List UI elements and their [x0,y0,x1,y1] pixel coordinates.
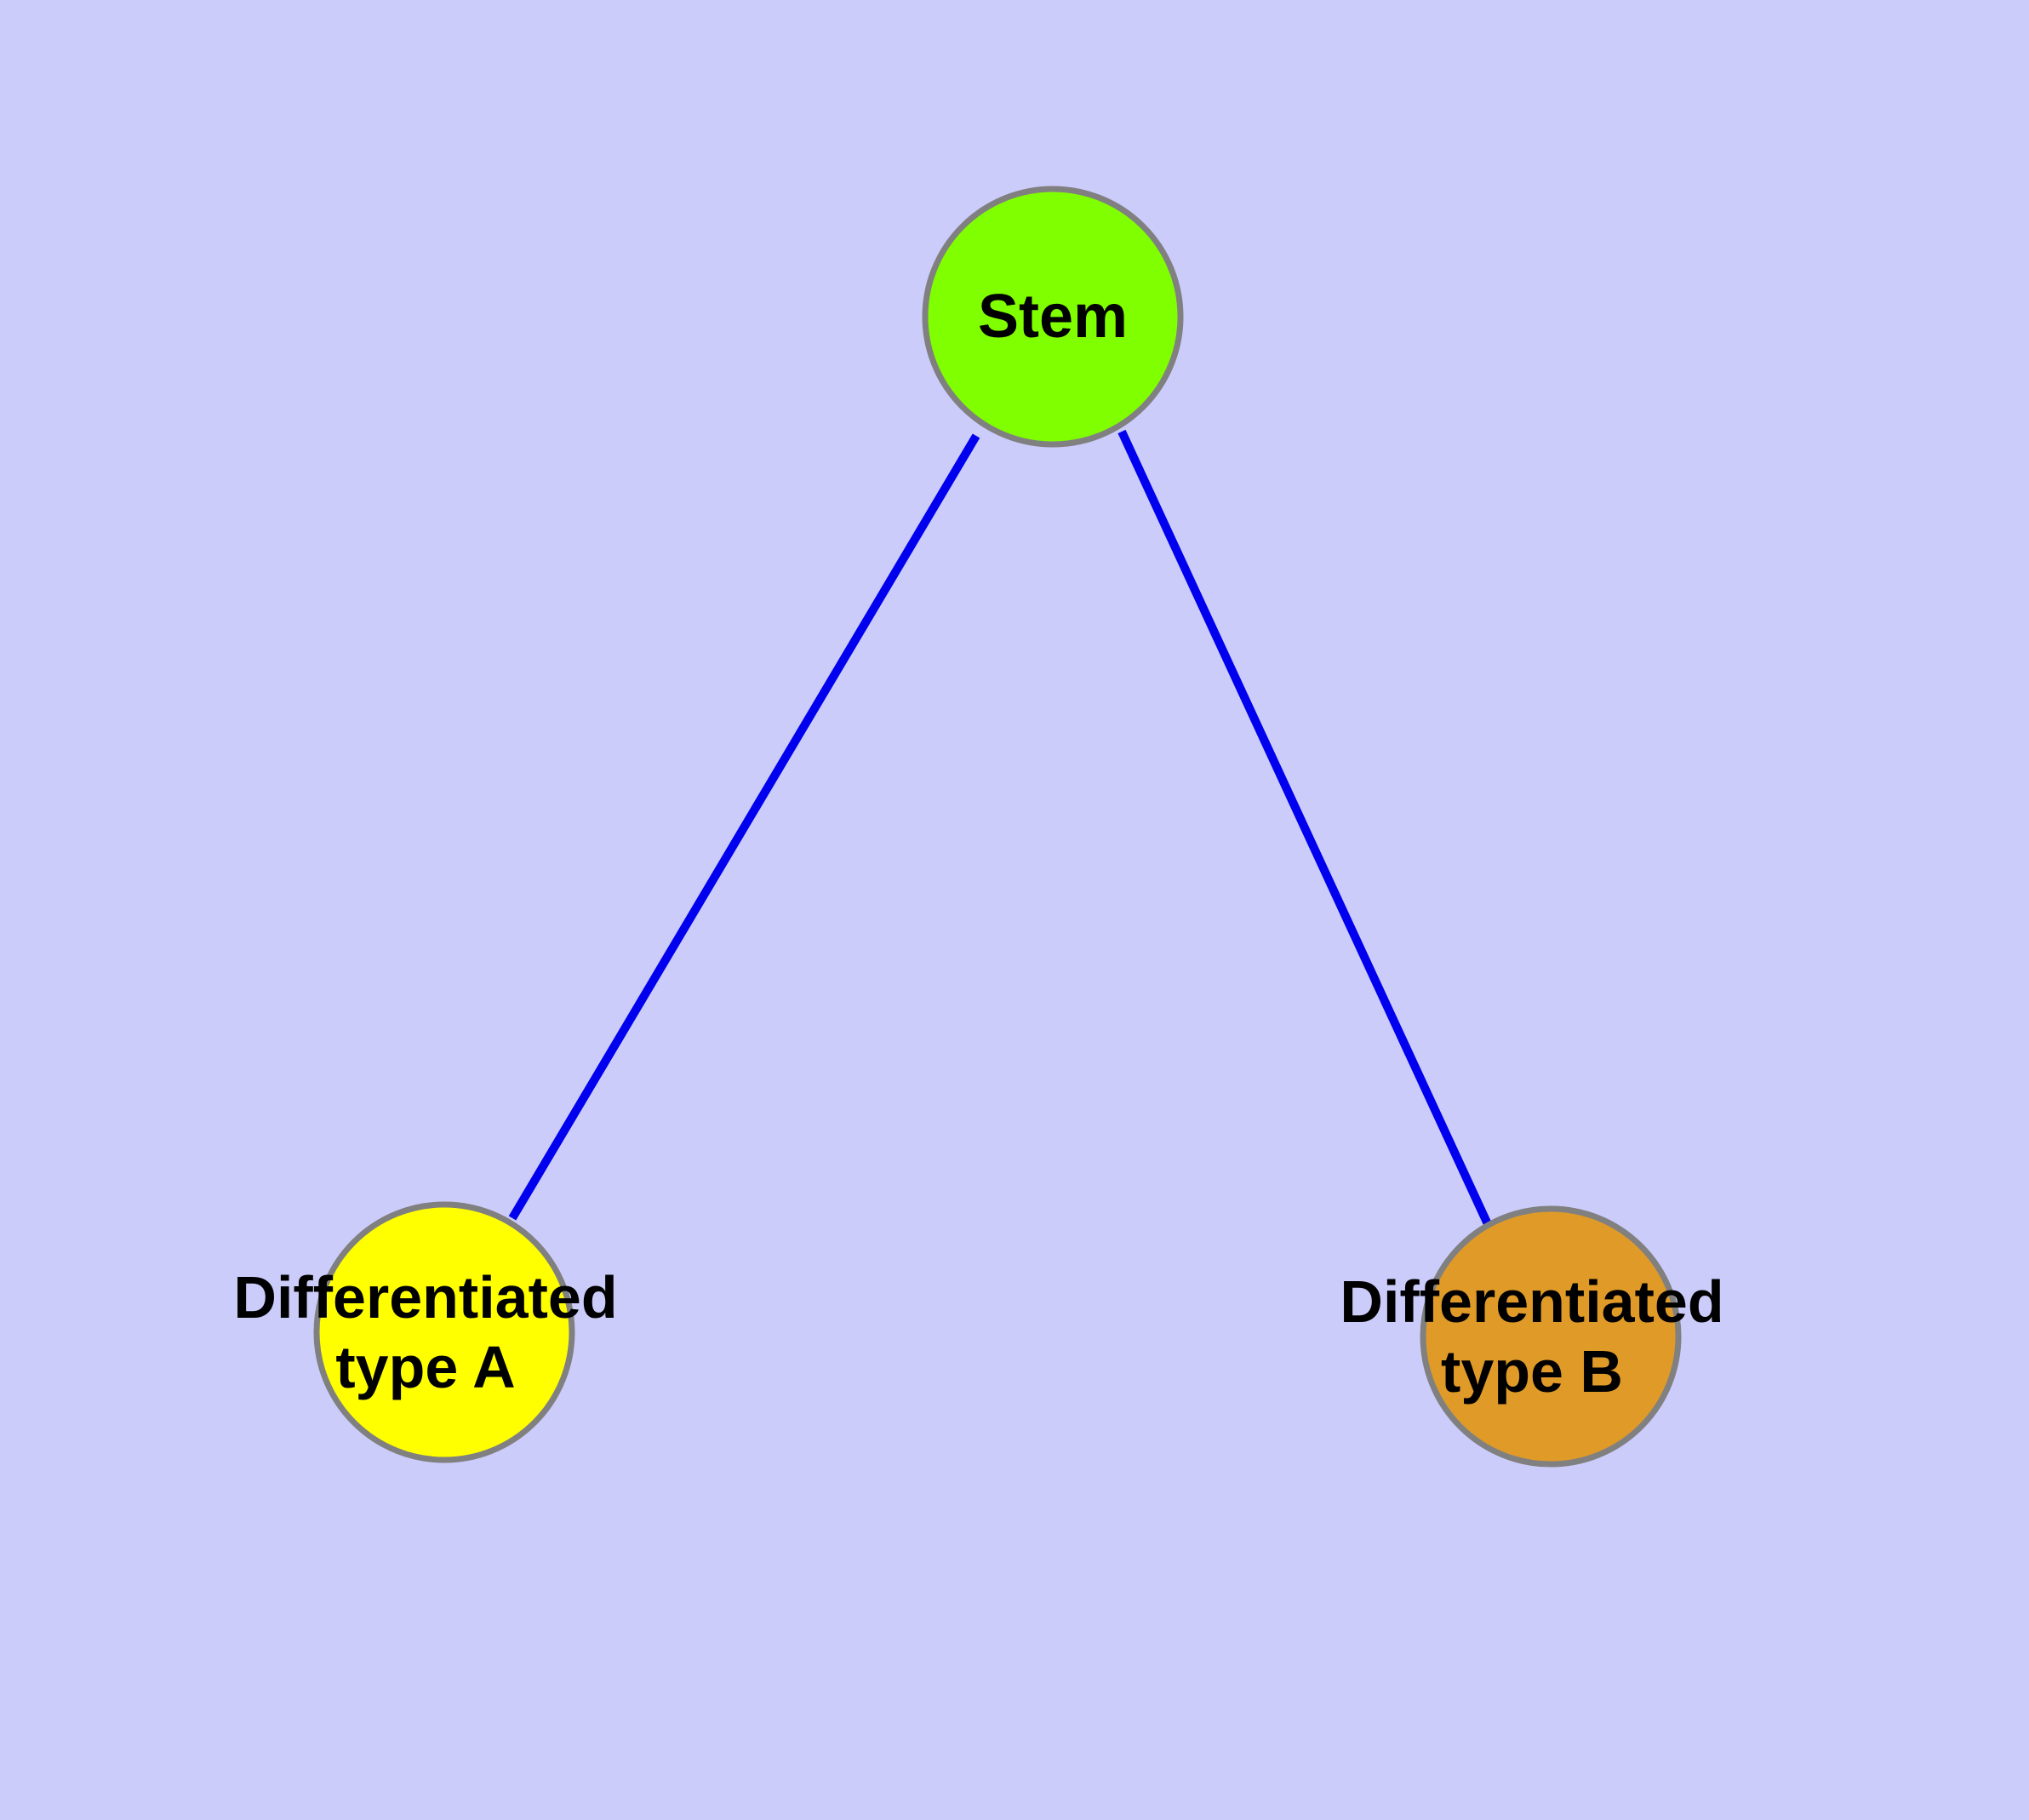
edges-group [508,429,1492,1227]
node-differentiated-type-a[interactable] [313,1201,575,1463]
node-stem[interactable] [922,186,1184,448]
nodes-group [313,186,1682,1468]
edge-stem-to-differentiated-type-a[interactable] [508,433,980,1221]
edge-stem-to-differentiated-type-b[interactable] [1117,429,1492,1227]
node-differentiated-type-b[interactable] [1420,1205,1682,1468]
